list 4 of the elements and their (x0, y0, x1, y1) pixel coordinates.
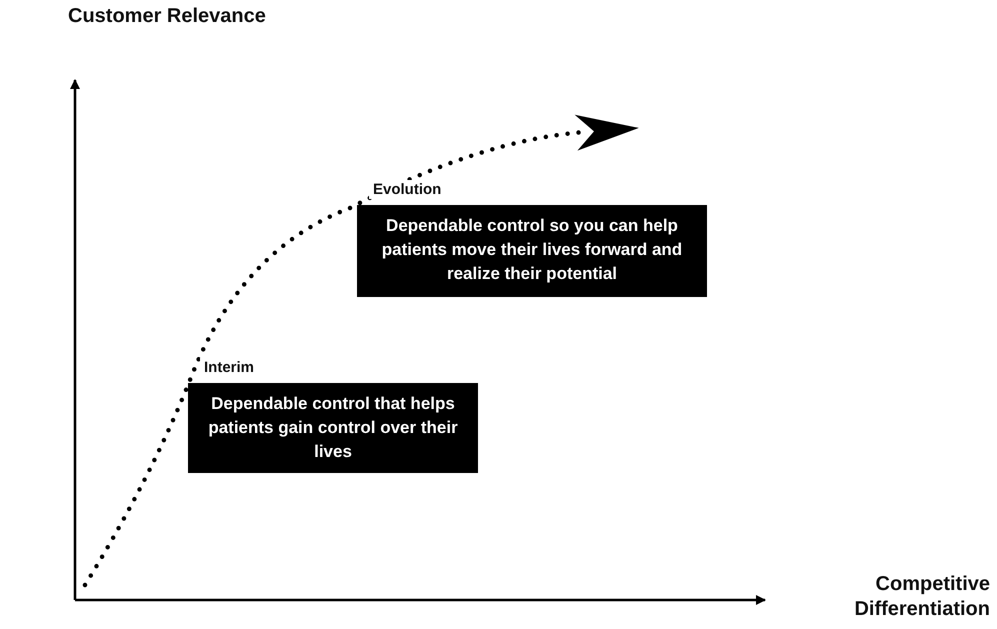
axis-title: Customer Relevance (68, 4, 267, 29)
text-box: Dependable control that helps patients gain control over their lives (188, 383, 478, 473)
text-box: Dependable control so you can help patients move their lives forward and realize their potential (357, 205, 707, 297)
axis-title: Competitive Differentiation (853, 572, 990, 622)
